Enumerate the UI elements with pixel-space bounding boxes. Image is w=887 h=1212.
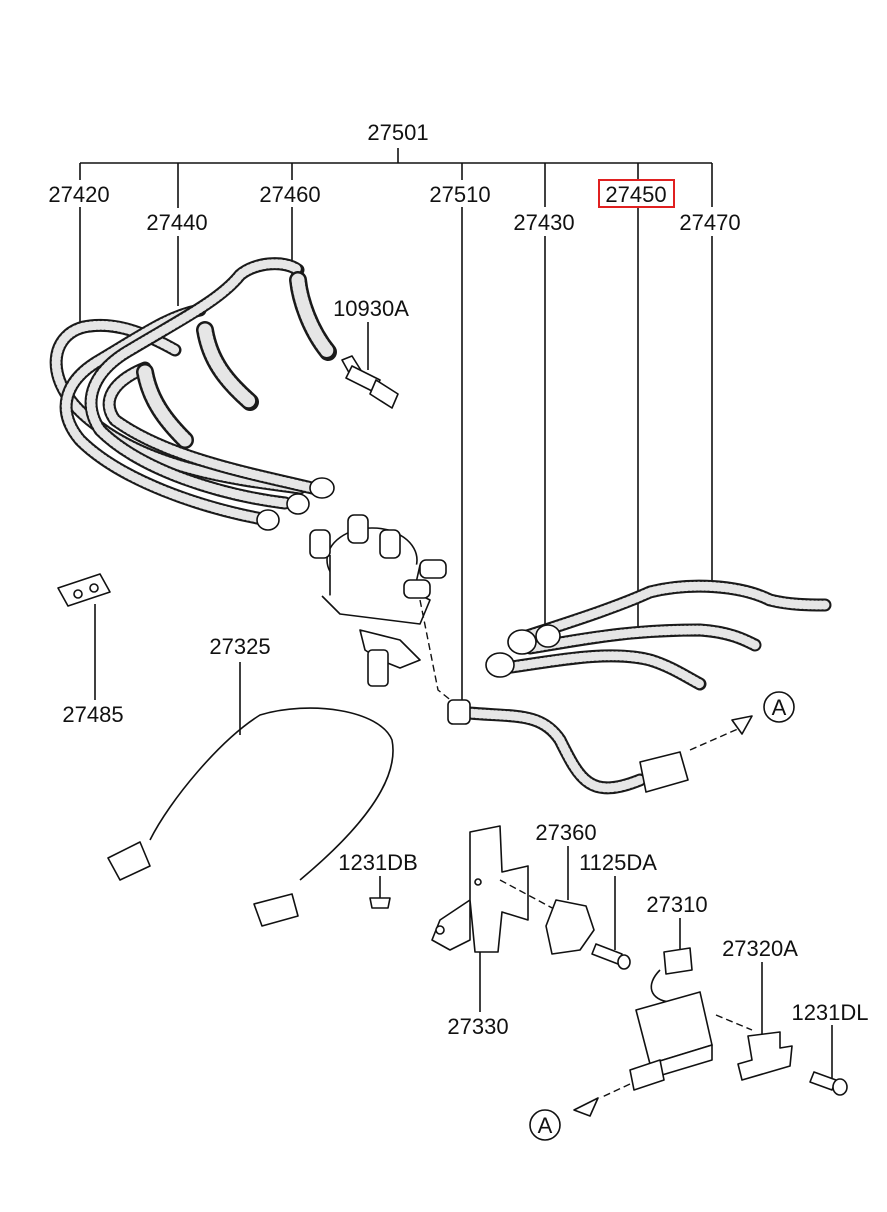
distributor bbox=[309, 514, 447, 687]
label-27460: 27460 bbox=[259, 182, 320, 207]
label-27310: 27310 bbox=[646, 892, 707, 917]
label-1231db: 1231DB bbox=[338, 850, 418, 875]
coil-cable-27510 bbox=[419, 599, 753, 795]
sensor-cable-27325 bbox=[107, 662, 394, 927]
reference-marker-a-bottom: A bbox=[529, 1109, 561, 1141]
label-27325: 27325 bbox=[209, 634, 270, 659]
bracket-27330 bbox=[431, 825, 529, 1012]
highlight-box bbox=[598, 179, 675, 208]
label-27320a: 27320A bbox=[722, 936, 798, 961]
label-27430: 27430 bbox=[513, 210, 574, 235]
bolt-1231dl bbox=[809, 1025, 848, 1096]
ignition-coil-27310 bbox=[573, 918, 753, 1117]
bolt-1125da bbox=[591, 876, 631, 970]
label-27485: 27485 bbox=[62, 702, 123, 727]
reference-marker-a-top: A bbox=[763, 691, 795, 723]
svg-text:A: A bbox=[538, 1113, 553, 1138]
label-27420: 27420 bbox=[48, 182, 109, 207]
label-1231dl: 1231DL bbox=[791, 1000, 868, 1025]
bracket-27320a bbox=[737, 962, 793, 1081]
cable-clip-27485 bbox=[57, 573, 111, 700]
label-10930a: 10930A bbox=[333, 296, 409, 321]
label-1125da: 1125DA bbox=[579, 850, 657, 875]
assembly-leader-tree bbox=[79, 148, 713, 700]
label-27470: 27470 bbox=[679, 210, 740, 235]
bolt-1231db bbox=[369, 876, 391, 909]
label-27330: 27330 bbox=[447, 1014, 508, 1039]
spark-plug-cable-bundle bbox=[49, 257, 337, 531]
label-27440: 27440 bbox=[146, 210, 207, 235]
spark-plug-cable-set-right bbox=[485, 579, 832, 691]
sensor-27360 bbox=[499, 846, 595, 955]
label-27501: 27501 bbox=[367, 120, 428, 145]
label-27360: 27360 bbox=[535, 820, 596, 845]
label-27510: 27510 bbox=[429, 182, 490, 207]
label-27450: 27450 bbox=[605, 182, 666, 207]
spark-plug-10930a bbox=[341, 355, 399, 409]
svg-text:A: A bbox=[772, 695, 787, 720]
